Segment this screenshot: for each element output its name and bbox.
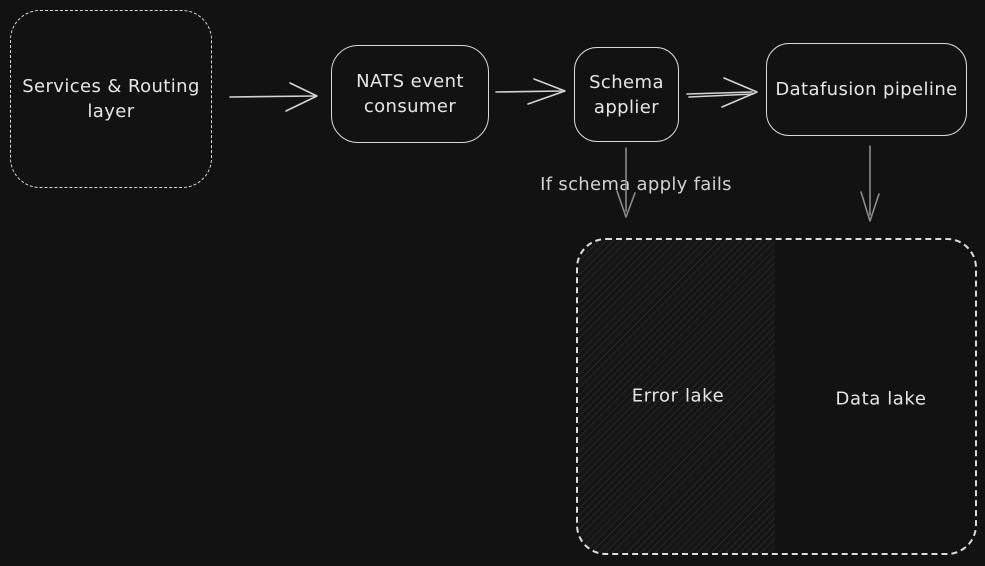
nats-event-consumer-label: NATS event consumer — [356, 71, 464, 117]
data-lake-label: Data lake — [835, 388, 927, 410]
services-routing-layer-node: Services & Routing layer — [10, 10, 212, 188]
arrow-services-to-nats — [229, 82, 318, 112]
lake-container-node: Error lake Data lake — [576, 238, 977, 555]
arrow-nats-to-schema — [495, 78, 566, 105]
datafusion-pipeline-label: Datafusion pipeline — [775, 79, 958, 100]
arrow-schema-to-datafusion — [686, 77, 758, 108]
error-lake-label: Error lake — [631, 385, 725, 407]
datafusion-pipeline-node: Datafusion pipeline — [766, 43, 967, 136]
services-routing-layer-label: Services & Routing layer — [22, 76, 200, 122]
schema-applier-node: Schema applier — [574, 47, 679, 142]
schema-fail-annotation: If schema apply fails — [540, 174, 732, 195]
schema-applier-label: Schema applier — [589, 71, 664, 118]
nats-event-consumer-node: NATS event consumer — [331, 45, 489, 143]
arrow-datafusion-to-data-lake — [860, 145, 880, 222]
error-lake-hatch-fill — [578, 240, 775, 553]
